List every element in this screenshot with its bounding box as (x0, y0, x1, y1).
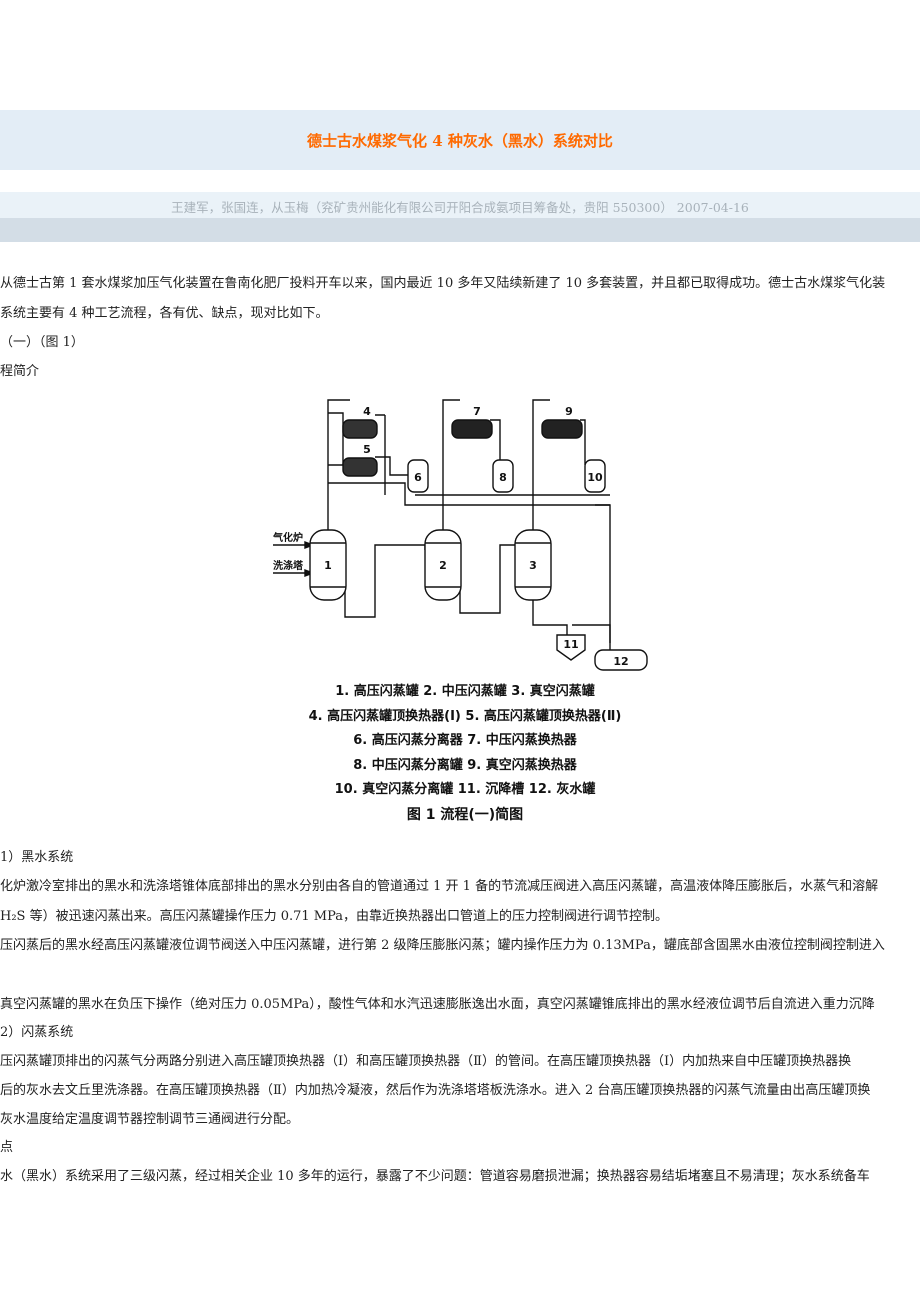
section-heading: （一）（图 1） (0, 335, 84, 350)
legend-line: 8. 中压闪蒸分离罐 9. 真空闪蒸换热器 (353, 757, 577, 773)
vessel-3 (514, 529, 552, 601)
legend-line: 6. 高压闪蒸分离器 7. 中压闪蒸换热器 (353, 733, 577, 748)
section-heading: 2）闪蒸系统 (0, 1025, 74, 1040)
page-title: 德士古水煤浆气化 4 种灰水（黑水）系统对比 (307, 132, 613, 150)
section-heading: 程简介 (0, 364, 40, 379)
separator-8 (492, 459, 514, 493)
input-label: 气化炉 (272, 531, 303, 544)
divider-band (0, 218, 920, 242)
exchanger-7 (451, 419, 493, 439)
legend-line: 1. 高压闪蒸罐 2. 中压闪蒸罐 3. 真空闪蒸罐 (335, 684, 595, 699)
figure-caption: 图 1 流程(一)简图 (406, 806, 524, 823)
unit-number: 1 (324, 559, 332, 572)
exchanger-5 (342, 457, 378, 477)
tank-12 (594, 649, 648, 671)
unit-number: 9 (565, 405, 573, 418)
vessel-2 (424, 529, 462, 601)
unit-number: 12 (613, 655, 628, 668)
body-line: 真空闪蒸罐的黑水在负压下操作（绝对压力 0.05MPa），酸性气体和水汽迅速膨胀… (0, 997, 875, 1012)
body-line: 水（黑水）系统采用了三级闪蒸，经过相关企业 10 多年的运行，暴露了不少问题：管… (0, 1169, 870, 1184)
separator-6 (407, 459, 429, 493)
unit-number: 7 (473, 405, 481, 418)
unit-number: 8 (499, 471, 507, 484)
legend-line: 4. 高压闪蒸罐顶换热器(Ⅰ) 5. 高压闪蒸罐顶换热器(Ⅱ) (308, 708, 622, 724)
byline: 王建军，张国连，从玉梅（兖矿贵州能化有限公司开阳合成氨项目筹备处，贵阳 5503… (171, 200, 749, 215)
body-line: 化炉激冷室排出的黑水和洗涤塔锥体底部排出的黑水分别由各自的管道通过 1 开 1 … (0, 879, 879, 894)
separator-10 (584, 459, 606, 493)
body-line: 压闪蒸后的黑水经高压闪蒸罐液位调节阀送入中压闪蒸罐，进行第 2 级降压膨胀闪蒸；… (0, 938, 885, 953)
vessel-1 (309, 529, 347, 601)
legend-line: 10. 真空闪蒸分离罐 11. 沉降槽 12. 灰水罐 (334, 782, 596, 797)
settler-11 (556, 634, 586, 661)
intro-line: 系统主要有 4 种工艺流程，各有优、缺点，现对比如下。 (0, 306, 329, 321)
body-line: H₂S 等）被迅速闪蒸出来。高压闪蒸罐操作压力 0.71 MPa，由靠近换热器出… (0, 909, 669, 924)
section-heading: 点 (0, 1140, 14, 1155)
unit-number: 10 (587, 471, 603, 484)
figure-legend: 1. 高压闪蒸罐 2. 中压闪蒸罐 3. 真空闪蒸罐 4. 高压闪蒸罐顶换热器(… (255, 680, 675, 827)
body-line: 后的灰水去文丘里洗涤器。在高压罐顶换热器（Ⅱ）内加热冷凝液，然后作为洗涤塔塔板洗… (0, 1083, 871, 1098)
title-band (0, 110, 920, 170)
unit-number: 3 (529, 559, 537, 572)
intro-line: 从德士古第 1 套水煤浆加压气化装置在鲁南化肥厂投料开车以来，国内最近 10 多… (0, 276, 886, 291)
unit-number: 4 (363, 405, 371, 418)
process-flow-diagram: 气化炉 洗涤塔 1 2 3 4 5 6 7 8 9 10 11 12 (272, 399, 648, 671)
unit-number: 5 (363, 443, 371, 456)
exchanger-9 (541, 419, 583, 439)
body-line: 压闪蒸罐顶排出的闪蒸气分两路分别进入高压罐顶换热器（Ⅰ）和高压罐顶换热器（Ⅱ）的… (0, 1054, 852, 1069)
unit-number: 6 (414, 471, 422, 484)
input-label: 洗涤塔 (273, 559, 304, 572)
byline-band (0, 192, 920, 218)
exchanger-4 (342, 419, 378, 439)
unit-number: 11 (563, 638, 578, 651)
unit-number: 2 (439, 559, 447, 572)
section-heading: 1）黑水系统 (0, 850, 74, 865)
body-line: 灰水温度给定温度调节器控制调节三通阀进行分配。 (0, 1112, 300, 1127)
